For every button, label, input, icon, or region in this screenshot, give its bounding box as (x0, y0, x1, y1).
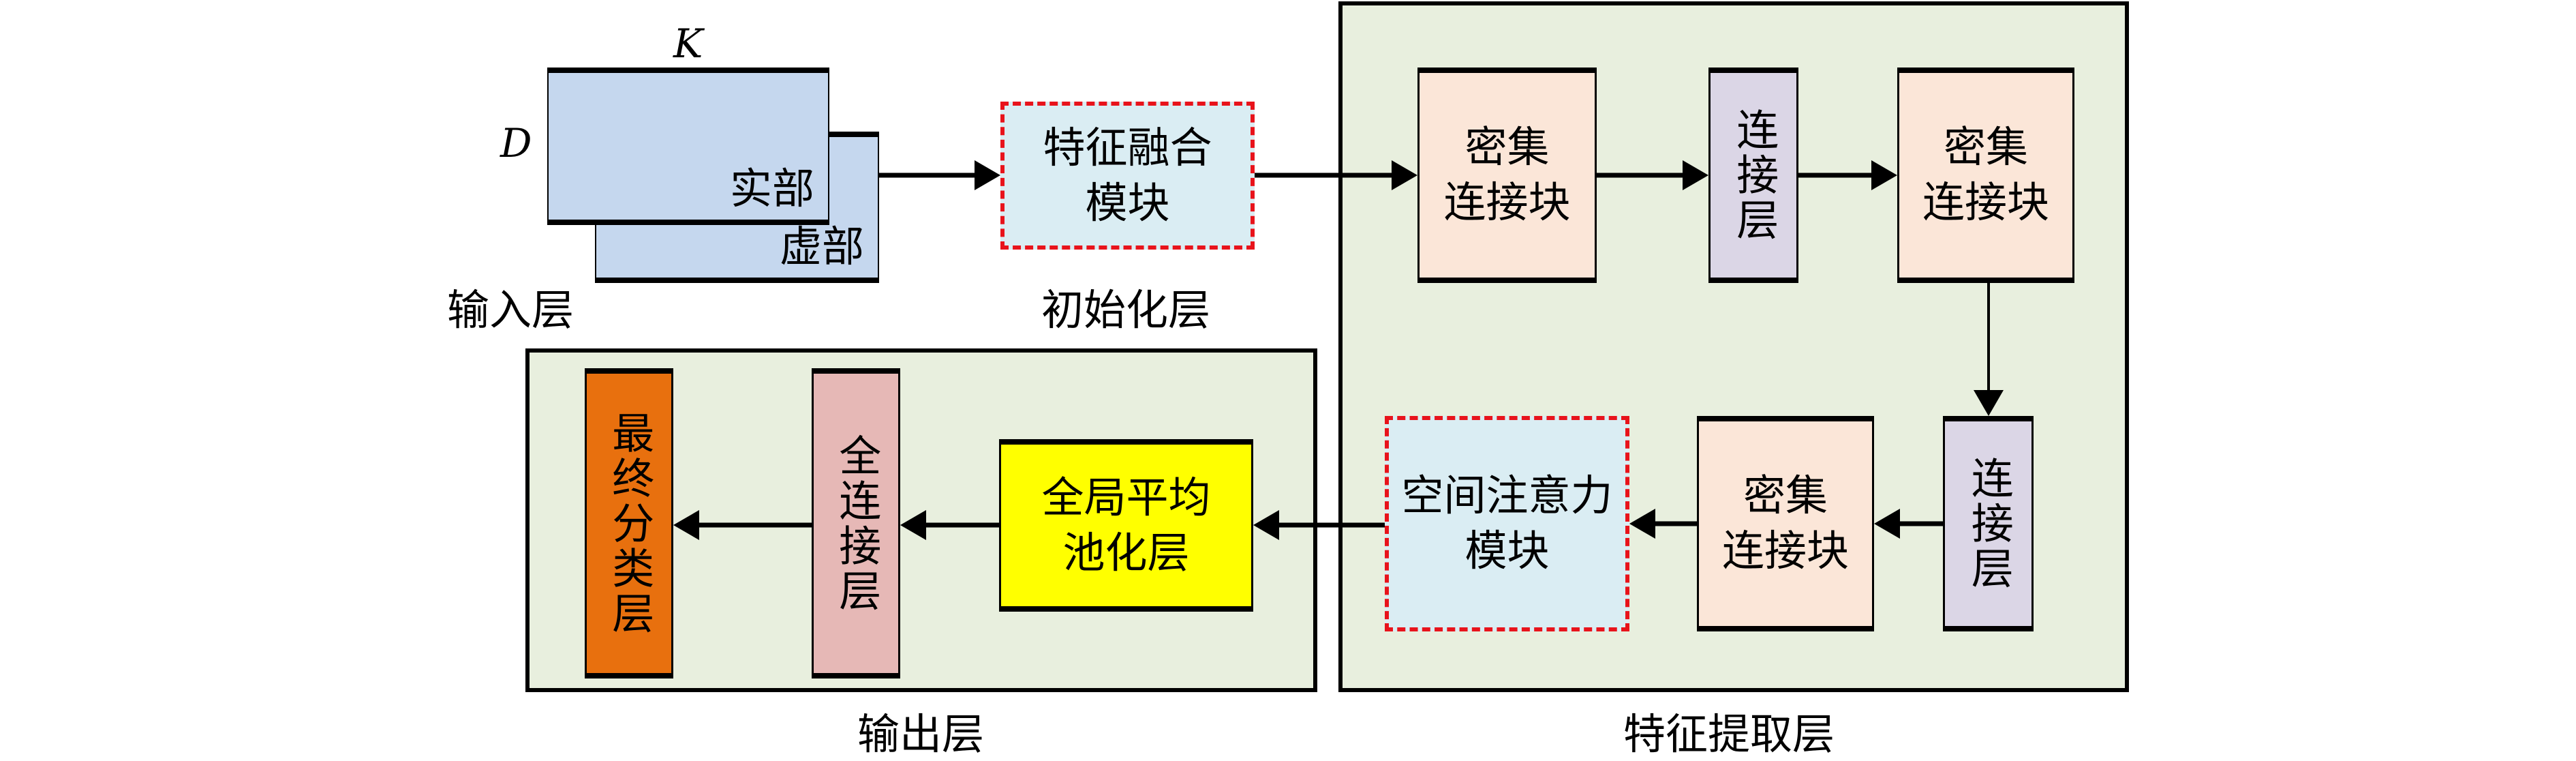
connect-layer-1-label: 连接层 (1729, 108, 1779, 243)
arrowhead-icon (1253, 510, 1279, 540)
input-real-part: 实部 (547, 68, 829, 225)
arrowhead-icon (975, 160, 1000, 190)
arrowhead-icon (1629, 509, 1655, 539)
fully-connected-layer: 全连接层 (812, 368, 900, 678)
dense-block-1-label: 密集 连接块 (1443, 122, 1571, 227)
final-classification-label: 最终分类层 (604, 411, 655, 636)
dense-block-3-label: 密集 连接块 (1721, 471, 1849, 576)
arrowhead-icon (1874, 509, 1900, 539)
global-avg-pool-layer: 全局平均 池化层 (999, 439, 1253, 612)
fully-connected-label: 全连接层 (831, 433, 882, 614)
dense-block-2-label: 密集 连接块 (1922, 122, 2049, 227)
global-avg-pool-label: 全局平均 池化层 (1041, 472, 1211, 578)
arrowhead-icon (673, 510, 699, 540)
arrowhead-icon (900, 510, 926, 540)
input-real-label: 实部 (729, 164, 814, 213)
arrowhead-icon (1871, 160, 1897, 190)
dimension-k-label: K (673, 20, 703, 67)
init-layer-caption: 初始化层 (1041, 285, 1211, 335)
feature-fusion-module: 特征融合 模块 (1000, 102, 1255, 250)
input-layer-caption: 输入层 (447, 285, 574, 335)
spatial-attention-label: 空间注意力 模块 (1401, 471, 1613, 576)
arrowhead-icon (1392, 160, 1417, 190)
arrowhead-icon (1974, 390, 2004, 416)
final-classification-layer: 最终分类层 (585, 368, 673, 678)
arrowhead-icon (1683, 160, 1708, 190)
connect-layer-2-label: 连接层 (1963, 456, 2014, 591)
input-imag-label: 虚部 (779, 222, 864, 271)
spatial-attention-module: 空间注意力 模块 (1385, 416, 1629, 631)
connect-layer-1: 连接层 (1708, 68, 1798, 283)
feature-fusion-label: 特征融合 模块 (1043, 122, 1212, 228)
dimension-d-label: D (500, 120, 532, 166)
dense-block-1: 密集 连接块 (1417, 68, 1597, 283)
dense-block-2: 密集 连接块 (1897, 68, 2074, 283)
dense-block-3: 密集 连接块 (1697, 416, 1874, 631)
connect-layer-2: 连接层 (1943, 416, 2034, 631)
